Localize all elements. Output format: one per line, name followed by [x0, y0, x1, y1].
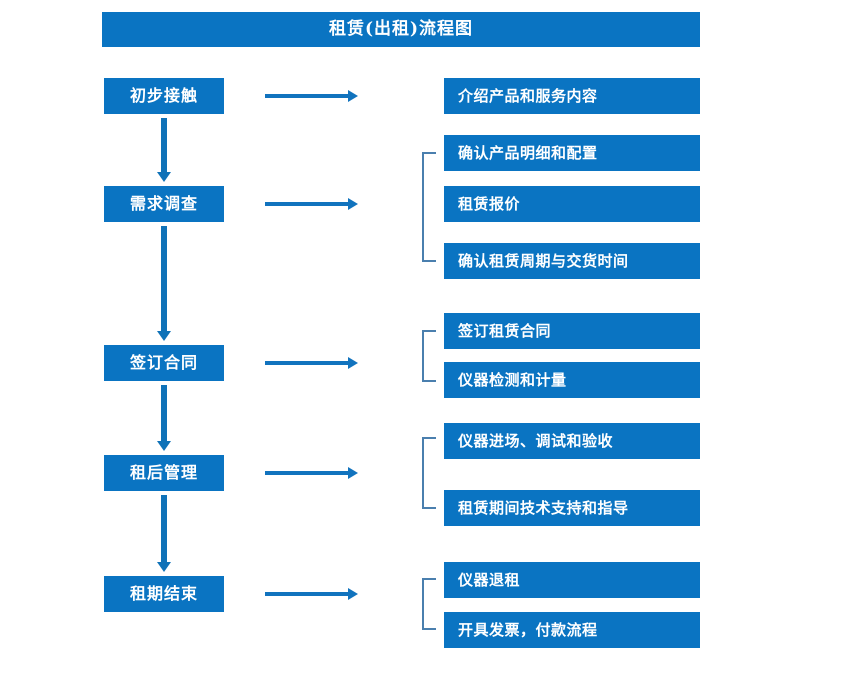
arrow-head: [348, 588, 358, 600]
arrow-shaft: [265, 94, 349, 98]
horizontal-arrow-icon-1: [265, 90, 358, 102]
vertical-arrow-icon-1: [157, 118, 171, 182]
horizontal-arrow-icon-3: [265, 357, 358, 369]
arrow-shaft: [265, 361, 349, 365]
detail-box-4[interactable]: 确认租赁周期与交货时间: [444, 243, 700, 279]
stage-box-2[interactable]: 需求调查: [104, 186, 224, 222]
arrow-shaft: [161, 118, 167, 173]
detail-box-9[interactable]: 仪器退租: [444, 562, 700, 598]
stage-box-5[interactable]: 租期结束: [104, 576, 224, 612]
page-title: 租赁(出租)流程图: [102, 12, 700, 47]
detail-box-1[interactable]: 介绍产品和服务内容: [444, 78, 700, 114]
stage-box-4[interactable]: 租后管理: [104, 455, 224, 491]
horizontal-arrow-icon-4: [265, 467, 358, 479]
detail-box-2[interactable]: 确认产品明细和配置: [444, 135, 700, 171]
vertical-arrow-icon-2: [157, 226, 171, 341]
vertical-arrow-icon-4: [157, 495, 171, 572]
arrow-head: [348, 467, 358, 479]
detail-box-5[interactable]: 签订租赁合同: [444, 313, 700, 349]
arrow-head: [348, 357, 358, 369]
arrow-head: [157, 172, 171, 182]
arrow-shaft: [161, 226, 167, 332]
detail-box-10[interactable]: 开具发票，付款流程: [444, 612, 700, 648]
group-bracket-3: [422, 330, 436, 382]
group-bracket-5: [422, 578, 436, 630]
horizontal-arrow-icon-5: [265, 588, 358, 600]
arrow-head: [157, 441, 171, 451]
arrow-head: [348, 198, 358, 210]
arrow-head: [157, 562, 171, 572]
group-bracket-4: [422, 437, 436, 509]
arrow-shaft: [161, 385, 167, 442]
detail-box-8[interactable]: 租赁期间技术支持和指导: [444, 490, 700, 526]
arrow-head: [157, 331, 171, 341]
group-bracket-2: [422, 152, 436, 262]
arrow-shaft: [265, 202, 349, 206]
arrow-shaft: [265, 592, 349, 596]
horizontal-arrow-icon-2: [265, 198, 358, 210]
detail-box-7[interactable]: 仪器进场、调试和验收: [444, 423, 700, 459]
arrow-head: [348, 90, 358, 102]
stage-box-1[interactable]: 初步接触: [104, 78, 224, 114]
arrow-shaft: [161, 495, 167, 563]
stage-box-3[interactable]: 签订合同: [104, 345, 224, 381]
vertical-arrow-icon-3: [157, 385, 171, 451]
arrow-shaft: [265, 471, 349, 475]
detail-box-6[interactable]: 仪器检测和计量: [444, 362, 700, 398]
detail-box-3[interactable]: 租赁报价: [444, 186, 700, 222]
